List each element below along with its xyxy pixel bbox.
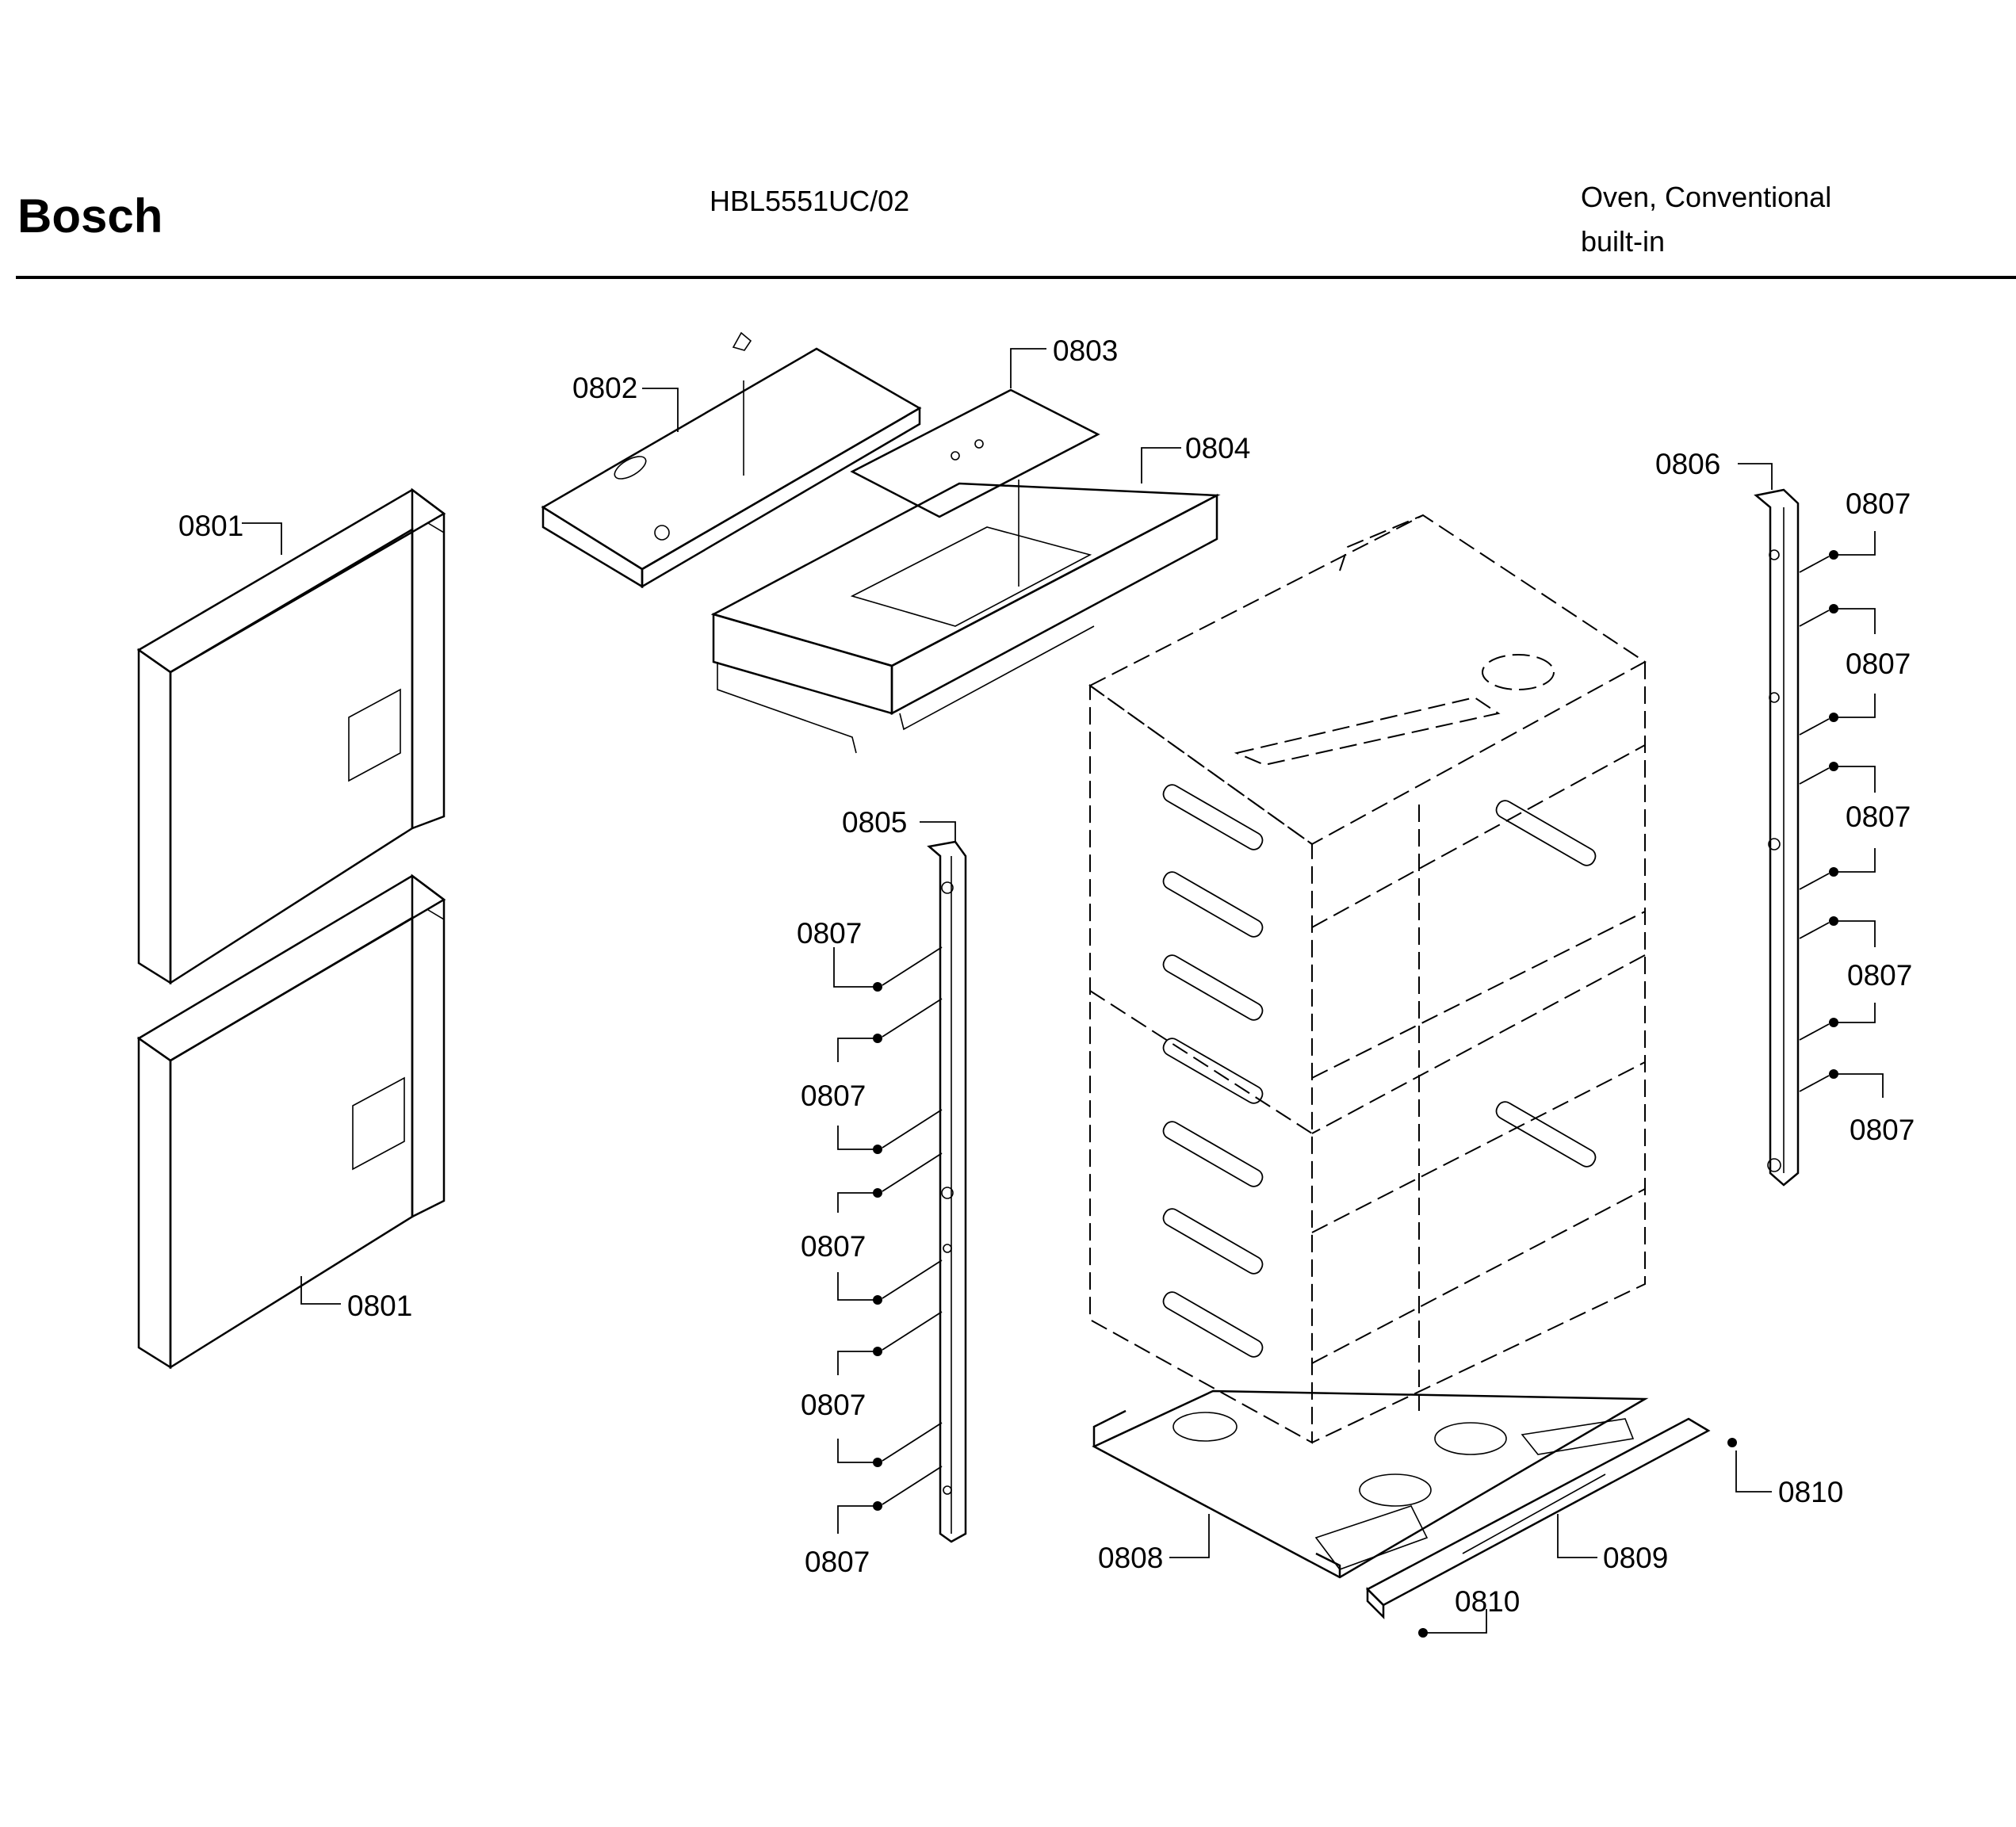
label-0806: 0806 xyxy=(1655,448,1720,480)
label-0805: 0805 xyxy=(842,806,907,839)
label-0807-right-4: 0807 xyxy=(1847,959,1912,992)
label-0807-left-1: 0807 xyxy=(797,917,862,950)
product-category: Oven, Conventional xyxy=(1581,181,1832,213)
label-0807-left-2: 0807 xyxy=(801,1080,866,1112)
side-panel-lower xyxy=(136,873,446,1370)
label-0802: 0802 xyxy=(572,372,637,404)
product-subcategory: built-in xyxy=(1581,225,1666,258)
top-cover-panel xyxy=(541,331,922,589)
label-0807-left-5: 0807 xyxy=(805,1546,870,1578)
brand-name: Bosch xyxy=(17,189,163,243)
label-0808: 0808 xyxy=(1098,1542,1163,1574)
right-side-rail xyxy=(1754,488,1800,1187)
bottom-tray xyxy=(1092,1389,1649,1579)
leader-lines xyxy=(242,348,1884,1634)
label-0809: 0809 xyxy=(1603,1542,1668,1574)
label-0804: 0804 xyxy=(1185,432,1250,464)
oven-cavity-frame xyxy=(1088,514,1647,1444)
label-0807-left-4: 0807 xyxy=(801,1389,866,1421)
label-0807-right-5: 0807 xyxy=(1850,1114,1915,1146)
label-0807-right-2: 0807 xyxy=(1846,648,1911,680)
label-0803: 0803 xyxy=(1053,334,1118,367)
part-labels: 0801 0801 0802 0803 0804 0805 0806 0807 … xyxy=(178,334,1915,1618)
label-0807-right-3: 0807 xyxy=(1846,801,1911,833)
label-0807-right-1: 0807 xyxy=(1846,487,1911,520)
insulation-plate xyxy=(850,388,1100,518)
front-trim-strip xyxy=(1365,1417,1711,1620)
label-0807-left-3: 0807 xyxy=(801,1230,866,1263)
label-0810-right: 0810 xyxy=(1778,1476,1843,1508)
top-frame xyxy=(710,480,1221,754)
label-0801-upper: 0801 xyxy=(178,510,243,542)
model-number: HBL5551UC/02 xyxy=(710,185,910,217)
label-0801-lower: 0801 xyxy=(347,1290,412,1322)
header-rule xyxy=(16,276,2016,279)
side-panel-upper xyxy=(136,487,446,985)
label-0810-bottom: 0810 xyxy=(1455,1585,1520,1618)
screws xyxy=(873,550,1838,1638)
left-side-rail xyxy=(927,840,967,1543)
